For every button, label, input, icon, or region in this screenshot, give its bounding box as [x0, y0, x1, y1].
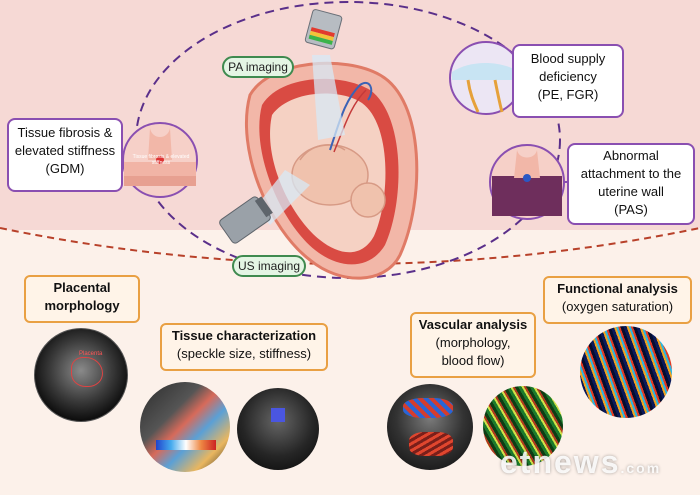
tissue-line-1: Tissue characterization — [171, 328, 317, 343]
tissue-speckle-thumbnail — [237, 388, 319, 470]
vascular-pa-thumbnail — [483, 386, 563, 466]
gdm-box: Tissue fibrosis & elevated stiffness (GD… — [7, 118, 123, 192]
pe-line-3: (PE, FGR) — [537, 87, 599, 102]
us-probe — [219, 196, 273, 244]
vascular-line-2: (morphology, — [435, 335, 511, 350]
placental-line-2: morphology — [44, 298, 120, 313]
pa-probe — [304, 9, 343, 50]
vascular-line-1: Vascular analysis — [418, 317, 528, 332]
pas-line-4: (PAS) — [614, 202, 648, 217]
placental-box: Placental morphology — [24, 275, 140, 323]
watermark-suffix: .com — [620, 460, 662, 476]
pas-line-2: attachment to the — [580, 166, 682, 181]
pas-circle-illustration — [489, 144, 565, 220]
pa-imaging-label: PA imaging — [222, 56, 294, 78]
functional-oxygen-thumbnail — [580, 326, 672, 418]
gdm-circle-text: Tissue fibrosis & elevated stiffness — [132, 154, 190, 166]
tissue-box: Tissue characterization (speckle size, s… — [160, 323, 328, 371]
vascular-line-3: blood flow) — [441, 353, 505, 368]
gdm-circle-illustration — [122, 122, 198, 198]
us-thumb-label: Placenta — [79, 351, 103, 357]
us-imaging-label: US imaging — [232, 255, 306, 277]
placental-us-thumbnail: Placenta — [34, 328, 128, 422]
tissue-line-2: (speckle size, stiffness) — [176, 346, 312, 361]
functional-box: Functional analysis (oxygen saturation) — [543, 276, 692, 324]
pas-box: Abnormal attachment to the uterine wall … — [567, 143, 695, 225]
pas-line-1: Abnormal — [603, 148, 659, 163]
pa-beam — [312, 55, 345, 140]
placental-line-1: Placental — [53, 280, 111, 295]
vascular-doppler-thumbnail — [387, 384, 473, 470]
vascular-box: Vascular analysis (morphology, blood flo… — [410, 312, 536, 378]
pe-circle-illustration — [449, 41, 523, 115]
functional-line-1: Functional analysis — [557, 281, 678, 296]
gdm-line-1: Tissue fibrosis & — [17, 125, 113, 140]
functional-line-2: (oxygen saturation) — [561, 299, 674, 314]
pe-line-1: Blood supply — [530, 51, 606, 66]
watermark: etnews.com — [500, 444, 661, 481]
tissue-elastography-thumbnail — [140, 382, 230, 472]
watermark-text: etnews — [500, 444, 621, 480]
pe-line-2: deficiency — [539, 69, 597, 84]
gdm-line-2: elevated stiffness — [14, 143, 116, 158]
pe-box: Blood supply deficiency (PE, FGR) — [512, 44, 624, 118]
pas-line-3: uterine wall — [598, 184, 664, 199]
gdm-line-3: (GDM) — [45, 161, 85, 176]
